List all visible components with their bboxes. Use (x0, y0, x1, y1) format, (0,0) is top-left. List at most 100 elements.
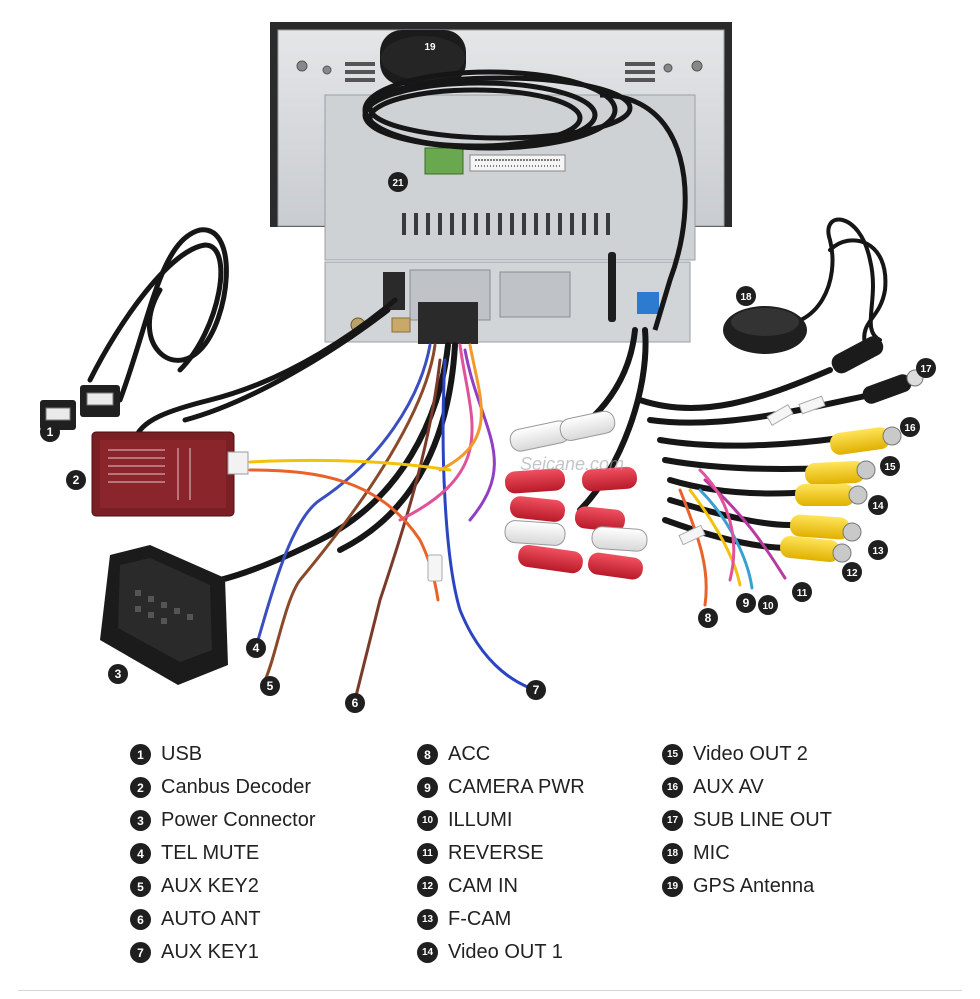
legend-number-badge: 16 (662, 777, 683, 798)
usb-plugs (40, 385, 120, 430)
badge-16: 16 (900, 417, 920, 437)
legend-number-badge: 9 (417, 777, 438, 798)
bottom-divider (18, 990, 962, 991)
microphone (723, 306, 807, 354)
badge-7: 7 (526, 680, 546, 700)
badge-circle (345, 693, 365, 713)
badge-6: 6 (345, 693, 365, 713)
legend-item: 4 TEL MUTE (130, 837, 316, 870)
legend-number-badge: 12 (417, 876, 438, 897)
badge-10: 10 (758, 595, 778, 615)
badge-circle (868, 495, 888, 515)
badge-circle (388, 172, 408, 192)
badge-15: 15 (880, 456, 900, 476)
legend-number-badge: 7 (130, 942, 151, 963)
badge-2: 2 (66, 470, 86, 490)
legend-item: 9 CAMERA PWR (417, 771, 585, 804)
legend-label: ILLUMI (448, 809, 513, 831)
badge-circle (736, 593, 756, 613)
badge-circle (40, 422, 60, 442)
legend-number-badge: 2 (130, 777, 151, 798)
legend-label: AUTO ANT (161, 908, 261, 930)
legend-number-badge: 19 (662, 876, 683, 897)
badge-label: 12 (846, 568, 858, 579)
legend-number-badge: 18 (662, 843, 683, 864)
badge-19: 19 (424, 42, 436, 53)
rca-connectors (504, 336, 924, 580)
legend-label: CAMERA PWR (448, 776, 585, 798)
badge-label: 15 (884, 462, 896, 473)
badge-label: 6 (352, 696, 359, 710)
legend-number-badge: 3 (130, 810, 151, 831)
badge-18: 18 (736, 286, 756, 306)
legend-label: AUX KEY1 (161, 941, 259, 963)
legend-label: Power Connector (161, 809, 316, 831)
legend-label: ACC (448, 743, 491, 765)
badge-circle (66, 470, 86, 490)
legend-label: AUX KEY2 (161, 875, 259, 897)
badge-circle (260, 676, 280, 696)
badge-circle (246, 638, 266, 658)
legend-label: Canbus Decoder (161, 776, 312, 798)
legend-label: TEL MUTE (161, 842, 260, 864)
badge-11: 11 (792, 582, 812, 602)
badge-label: 5 (267, 679, 274, 693)
legend-item: 17 SUB LINE OUT (662, 804, 832, 837)
usb-plug (383, 272, 405, 310)
watermark: Seicane.com (520, 454, 624, 474)
badge-label: 10 (762, 601, 774, 612)
badge-label: 21 (392, 178, 404, 189)
badge-1: 1 (40, 422, 60, 442)
mic-cable (768, 217, 888, 347)
badge-circle (880, 456, 900, 476)
badge-label: 1 (47, 425, 54, 439)
badge-label: 18 (740, 292, 752, 303)
legend-number-badge: 15 (662, 744, 683, 765)
badge-9: 9 (736, 593, 756, 613)
badge-circle (792, 582, 812, 602)
legend-item: 6 AUTO ANT (130, 903, 316, 936)
legend-number-badge: 17 (662, 810, 683, 831)
legend-number-badge: 4 (130, 843, 151, 864)
badge-label: 2 (73, 473, 80, 487)
badge-17: 17 (916, 358, 936, 378)
main-harness-plug (418, 302, 478, 344)
badge-circle (868, 540, 888, 560)
badge-14: 14 (868, 495, 888, 515)
legend-label: SUB LINE OUT (693, 809, 832, 831)
legend-label: REVERSE (448, 842, 544, 864)
badge-label: 14 (872, 501, 884, 512)
badge-circle (916, 358, 936, 378)
legend-label: USB (161, 743, 203, 765)
wifi-antenna (608, 252, 616, 322)
badge-label: 4 (253, 641, 260, 655)
usb-cable (87, 227, 398, 443)
legend-number-badge: 6 (130, 909, 151, 930)
badge-circle (758, 595, 778, 615)
gps-antenna (380, 30, 466, 85)
badge-label: 8 (705, 611, 712, 625)
badge-circle (698, 608, 718, 628)
legend-item: 2 Canbus Decoder (130, 771, 316, 804)
badge-circle (842, 562, 862, 582)
cooling-slots (402, 213, 610, 235)
badge-12: 12 (842, 562, 862, 582)
head-unit (270, 22, 732, 344)
badge-label: 16 (904, 423, 916, 434)
gps-cable-coil (362, 69, 688, 331)
badge-label: 9 (743, 596, 750, 610)
